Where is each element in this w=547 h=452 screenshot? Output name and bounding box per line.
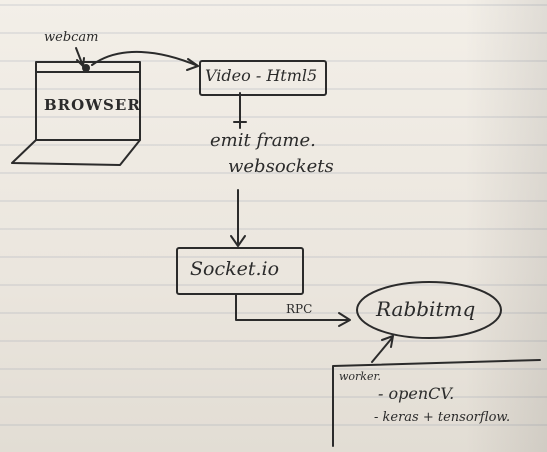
worker-box-edge: [332, 359, 541, 447]
webcam-pointer-arrow: [75, 47, 84, 67]
webcam-to-video-head: [186, 58, 199, 71]
laptop-base: [11, 139, 141, 166]
emit-label: emit frame.: [210, 130, 316, 151]
worker-to-rabbitmq-arrow: [371, 337, 393, 363]
video-label: Video - Html5: [205, 66, 318, 85]
rabbitmq-label: Rabbitmq: [376, 297, 476, 321]
socketio-box: [176, 247, 304, 295]
video-box: [199, 60, 327, 96]
webcam-to-video-arrow: [91, 50, 199, 67]
worker-item-opencv: - openCV.: [378, 384, 455, 403]
webcam-lens: [82, 64, 90, 72]
websockets-label: websockets: [228, 156, 334, 177]
worker-item-keras-tensorflow: - keras + tensorflow.: [374, 410, 511, 425]
worker-label: worker.: [339, 370, 382, 383]
socketio-to-rabbitmq-arrow: [235, 293, 349, 321]
laptop-screen: [35, 61, 141, 141]
socketio-to-rabbitmq-head: [338, 312, 351, 327]
websockets-to-socketio-head: [230, 235, 246, 247]
rpc-label: RPC: [286, 302, 313, 316]
webcam-label: webcam: [44, 30, 99, 45]
worker-to-rabbitmq-head: [381, 335, 394, 348]
browser-label: BROWSER: [44, 96, 141, 114]
socketio-label: Socket.io: [190, 258, 280, 280]
rabbitmq-ellipse: [356, 281, 502, 339]
